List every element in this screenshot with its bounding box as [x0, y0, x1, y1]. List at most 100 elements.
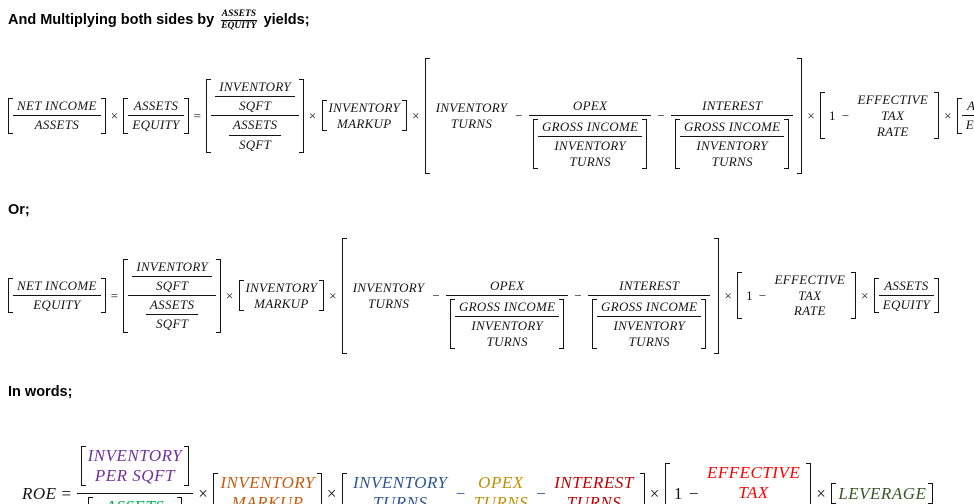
fraction: GROSS INCOME INVENTORY TURNS: [597, 298, 702, 349]
left-bracket: [341, 472, 347, 504]
gross-income-turns-bracket: GROSS INCOME INVENTORY TURNS: [449, 297, 565, 351]
right-bracket: [934, 277, 940, 314]
numerator: GROSS INCOME: [683, 119, 781, 135]
assets-over-equity-inline-fraction: ASSETS EQUITY: [221, 9, 257, 33]
times-operator: ×: [807, 107, 816, 123]
minus-operator: −: [455, 483, 466, 503]
left-bracket: [238, 280, 244, 312]
fraction: NET INCOME ASSETS: [13, 98, 101, 134]
fraction: ASSETS EQUITY: [128, 98, 184, 134]
stacked-label: INVENTORY MARKUP: [327, 100, 403, 131]
numerator: OPEX: [489, 277, 525, 293]
denominator: GROSS INCOME INVENTORY TURNS: [445, 294, 569, 354]
denominator: INVENTORY TURNS: [597, 316, 702, 349]
inventory-per-sqft-label: INVENTORY PER SQFT: [86, 446, 185, 487]
right-bracket: [184, 445, 190, 487]
digit-one: 1: [673, 483, 683, 503]
opex-fraction: OPEX GROSS INCOME INVENTORY TURNS: [445, 277, 569, 354]
turns-expression: INVENTORY TURNS − OPEX GROSS INCOME: [430, 58, 798, 174]
label-line: INVENTORY: [352, 472, 448, 492]
right-bracket: [642, 119, 648, 170]
denominator: GROSS INCOME INVENTORY TURNS: [670, 115, 794, 174]
label-line: INVENTORY: [220, 472, 315, 492]
times-operator: ×: [225, 287, 234, 303]
label-line: TURNS: [373, 493, 428, 504]
right-bracket: [701, 298, 707, 350]
leverage-label: LEVERAGE: [838, 483, 927, 503]
inventory-turns-label: INVENTORY TURNS: [434, 100, 510, 131]
left-bracket: [831, 482, 837, 504]
turns-expression: INVENTORY TURNS − OPEX GROSS INCOME: [347, 238, 715, 354]
times-operator: ×: [308, 107, 317, 123]
formula-row-1: NET INCOME ASSETS × ASSETS EQUITY = INVE…: [8, 56, 974, 176]
formula-row-3: ROE = INVENTORY PER SQFT ASSETS: [22, 444, 970, 504]
nested-fraction: INVENTORY SQFT ASSETS SQFT: [211, 79, 299, 153]
equals-operator: =: [110, 287, 119, 303]
right-bracket: [784, 119, 790, 170]
interest-turns-label: INTEREST TURNS: [552, 473, 636, 504]
label-line: TURNS: [473, 493, 529, 504]
left-bracket: [123, 98, 129, 134]
left-bracket: [80, 445, 86, 487]
right-bracket: [183, 98, 189, 134]
numerator: NET INCOME: [17, 277, 97, 293]
numerator: NET INCOME: [17, 98, 97, 113]
numerator: INTEREST: [619, 277, 680, 293]
minus-operator: −: [574, 287, 583, 303]
label-line: RATE: [876, 123, 909, 139]
tax-term: 1 − EFFECTIVE TAX RATE: [737, 270, 857, 321]
label-line: INVENTORY: [613, 318, 686, 334]
left-bracket: [321, 100, 327, 132]
numerator: OPEX: [572, 97, 608, 113]
times-operator: ×: [724, 287, 733, 303]
denominator: SQFT: [132, 275, 212, 294]
left-bracket: [873, 277, 879, 314]
numerator: INVENTORY: [219, 78, 291, 94]
denominator: SQFT: [215, 96, 295, 114]
inventory-density-term: INVENTORY SQFT ASSETS SQFT: [206, 77, 304, 155]
label-line: INVENTORY: [435, 100, 508, 116]
numerator: GROSS INCOME: [601, 298, 698, 314]
fraction: GROSS INCOME INVENTORY TURNS: [679, 119, 785, 169]
numerator: ASSETS: [232, 117, 278, 133]
numerator: ASSETS: [133, 98, 179, 113]
times-operator: ×: [649, 483, 660, 503]
inventory-markup-term: INVENTORY MARKUP: [213, 471, 322, 504]
turns-expression-term: INVENTORY TURNS − OPEX GROSS INCOME: [341, 236, 720, 356]
stacked-label: INVENTORY TURNS: [611, 318, 687, 349]
effective-tax-rate-label: EFFECTIVE TAX RATE: [705, 463, 802, 504]
turns-expression: INVENTORY TURNS − OPEX TURNS − INTEREST …: [347, 473, 640, 504]
label-line: INVENTORY: [352, 280, 425, 296]
label-line: INVENTORY: [696, 138, 768, 154]
numerator: GROSS INCOME: [541, 119, 639, 135]
times-operator: ×: [861, 287, 869, 303]
numerator: GROSS INCOME: [458, 298, 556, 314]
right-bracket: [176, 496, 182, 504]
opex-fraction: OPEX GROSS INCOME INVENTORY TURNS: [528, 97, 652, 174]
label-line: TAX: [881, 107, 905, 123]
label-line: INVENTORY: [471, 318, 543, 334]
fraction: GROSS INCOME INVENTORY TURNS: [537, 119, 643, 169]
numerator: INVENTORY SQFT: [211, 79, 299, 116]
effective-tax-rate-label: EFFECTIVE TAX RATE: [773, 272, 848, 319]
denominator: GROSS INCOME INVENTORY TURNS: [528, 115, 652, 174]
label-line: TAX: [738, 482, 769, 502]
inventory-turns-label: INVENTORY TURNS: [351, 473, 450, 504]
denominator: INVENTORY TURNS: [454, 316, 560, 349]
label-line: EFFECTIVE: [774, 272, 846, 288]
stacked-label: INVENTORY TURNS: [552, 138, 628, 169]
label-line: ASSETS: [106, 497, 165, 504]
label-line: EFFECTIVE: [857, 92, 929, 108]
inventory-markup-term: INVENTORY MARKUP: [321, 98, 408, 133]
left-bracket: [87, 496, 93, 504]
roe-density-fraction: INVENTORY PER SQFT ASSETS PER SQFT: [76, 444, 194, 504]
denominator: INVENTORY TURNS: [537, 136, 643, 169]
gross-income-turns-bracket: GROSS INCOME INVENTORY TURNS: [592, 297, 707, 351]
fraction: GROSS INCOME INVENTORY TURNS: [454, 298, 560, 349]
label-line: INVENTORY: [87, 445, 183, 465]
minus-operator: −: [688, 483, 699, 503]
interest-fraction: INTEREST GROSS INCOME INVENTORY TURNS: [670, 98, 794, 174]
formula-row-2: NET INCOME EQUITY = INVENTORY SQFT ASSET…: [8, 236, 970, 356]
nested-fraction: INVENTORY SQFT ASSETS SQFT: [128, 259, 216, 333]
left-bracket: [206, 78, 212, 153]
